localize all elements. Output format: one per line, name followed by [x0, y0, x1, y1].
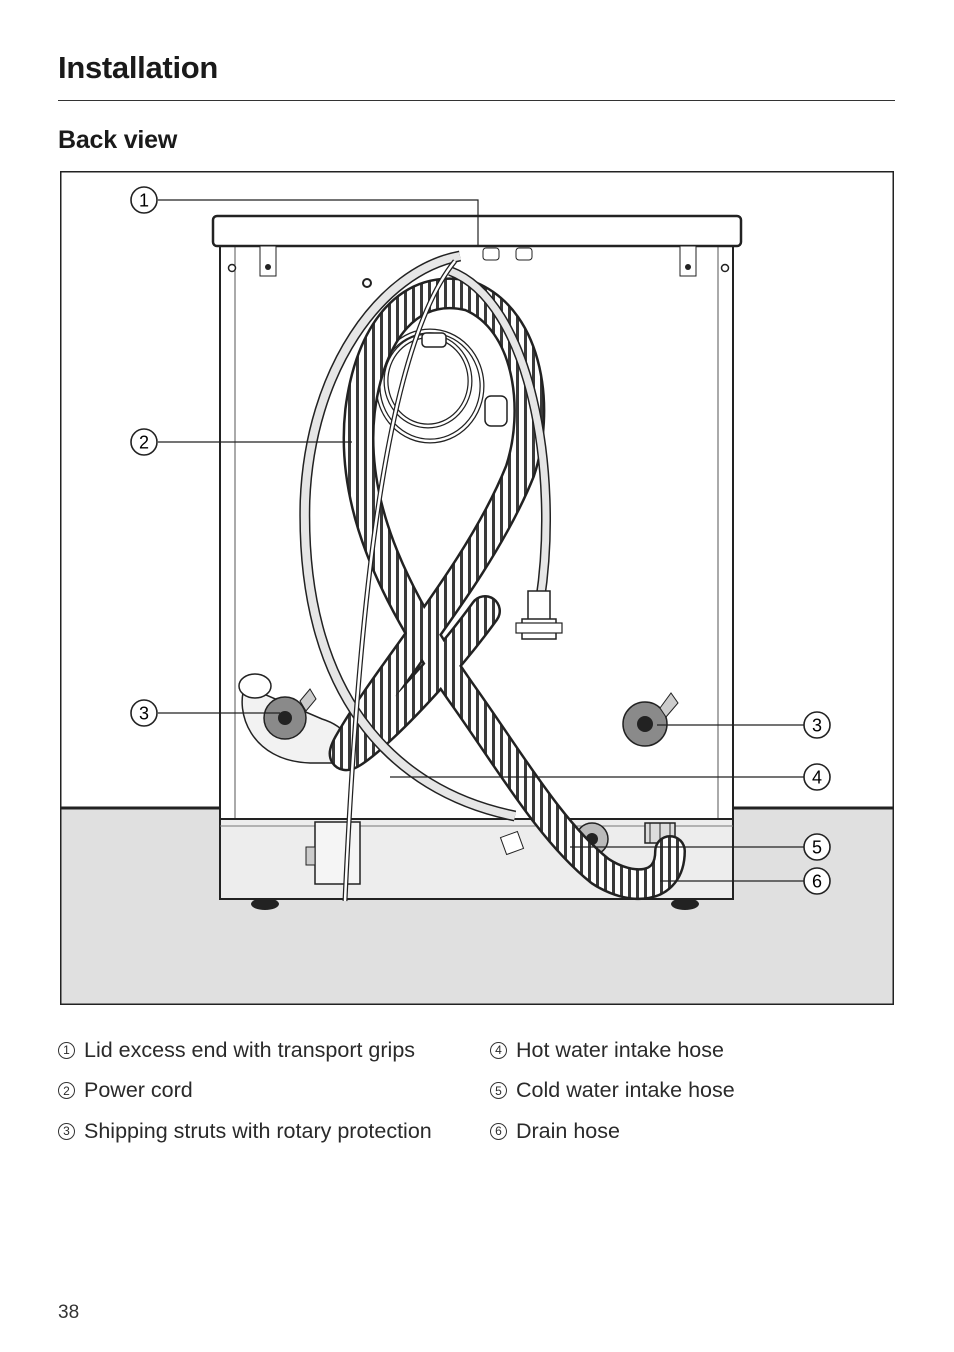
legend-label: Shipping struts with rotary protection — [84, 1118, 432, 1143]
legend-number: 4 — [490, 1041, 507, 1059]
callout-4: 4 — [803, 763, 831, 791]
callout-2: 2 — [130, 428, 158, 456]
legend-label: Cold water intake hose — [516, 1078, 735, 1103]
page-number: 38 — [58, 1302, 80, 1323]
legend-label: Drain hose — [516, 1118, 620, 1143]
svg-text:3: 3 — [139, 704, 149, 724]
legend-label: Power cord — [84, 1078, 193, 1103]
shipping-strut-right — [622, 692, 679, 747]
svg-text:6: 6 — [812, 872, 822, 892]
callout-1: 1 — [130, 186, 158, 214]
legend-item: 3 Shipping struts with rotary protection — [58, 1111, 432, 1152]
power-cord-coil — [375, 328, 508, 444]
callout-3-left: 3 — [130, 699, 158, 727]
legend-number: 3 — [58, 1122, 75, 1140]
callout-3-right: 3 — [803, 711, 831, 739]
legend-item: 2 Power cord — [58, 1071, 432, 1112]
svg-text:2: 2 — [139, 433, 149, 453]
legend-item: 4 Hot water intake hose — [490, 1030, 735, 1071]
shipping-strut-left — [238, 673, 355, 764]
back-view-illustration: 1 2 3 3 4 5 6 — [60, 171, 894, 1005]
legend-item: 1 Lid excess end with transport grips — [58, 1030, 432, 1071]
title-divider — [58, 100, 895, 101]
section-title: Back view — [58, 126, 178, 154]
svg-text:5: 5 — [812, 838, 822, 858]
leader-lines — [158, 199, 804, 882]
legend-number: 1 — [58, 1041, 75, 1059]
svg-text:4: 4 — [812, 768, 822, 788]
drain-hose — [328, 277, 686, 900]
legend-label: Lid excess end with transport grips — [84, 1037, 416, 1062]
legend-item: 6 Drain hose — [490, 1111, 735, 1152]
legend-number: 6 — [490, 1122, 507, 1140]
legend-column-right: 4 Hot water intake hose 5 Cold water int… — [490, 1030, 735, 1152]
svg-text:3: 3 — [812, 716, 822, 736]
svg-text:1: 1 — [139, 191, 149, 211]
page-title: Installation — [58, 50, 219, 85]
legend-column-left: 1 Lid excess end with transport grips 2 … — [58, 1030, 432, 1152]
legend-item: 5 Cold water intake hose — [490, 1071, 735, 1112]
lid — [211, 214, 743, 288]
hot-water-intake-hose — [299, 250, 525, 856]
cold-water-intake-hose — [448, 266, 563, 640]
legend-number: 2 — [58, 1082, 75, 1100]
legend-number: 5 — [490, 1082, 507, 1100]
callout-markers: 1 2 3 3 4 5 6 — [130, 186, 831, 895]
callout-5: 5 — [803, 833, 831, 861]
callout-6: 6 — [803, 867, 831, 895]
legend-label: Hot water intake hose — [516, 1037, 724, 1062]
